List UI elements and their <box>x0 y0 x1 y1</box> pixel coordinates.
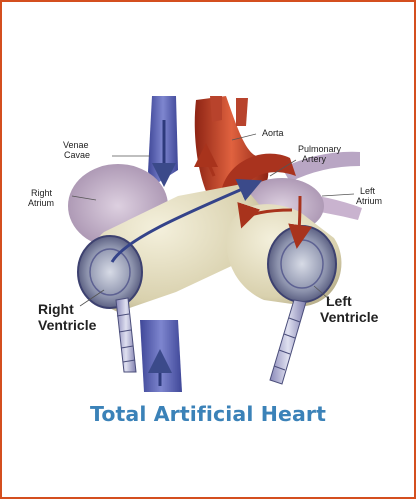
right-ventricle-disc <box>78 236 142 308</box>
label-left-atrium-1: Left <box>360 186 376 196</box>
aorta-branch-1 <box>210 96 222 122</box>
label-left-atrium-2: Atrium <box>356 196 382 206</box>
label-left-ventricle-2: Ventricle <box>320 309 379 325</box>
label-pulmonary-2: Artery <box>302 154 327 164</box>
aorta-branch-2 <box>236 98 248 126</box>
label-right-ventricle-2: Ventricle <box>38 317 97 333</box>
left-ventricle-disc <box>268 226 336 302</box>
left-drive-cable <box>270 300 306 384</box>
label-right-atrium-1: Right <box>31 188 53 198</box>
label-venae-cavae-1: Venae <box>63 140 89 150</box>
label-pulmonary-1: Pulmonary <box>298 144 342 154</box>
label-right-ventricle-1: Right <box>38 301 74 317</box>
right-drive-cable <box>116 298 136 372</box>
figure-caption: Total Artificial Heart <box>0 402 416 426</box>
label-left-ventricle-1: Left <box>326 293 352 309</box>
label-aorta: Aorta <box>262 128 284 138</box>
label-right-atrium-2: Atrium <box>28 198 54 208</box>
label-venae-cavae-2: Cavae <box>64 150 90 160</box>
